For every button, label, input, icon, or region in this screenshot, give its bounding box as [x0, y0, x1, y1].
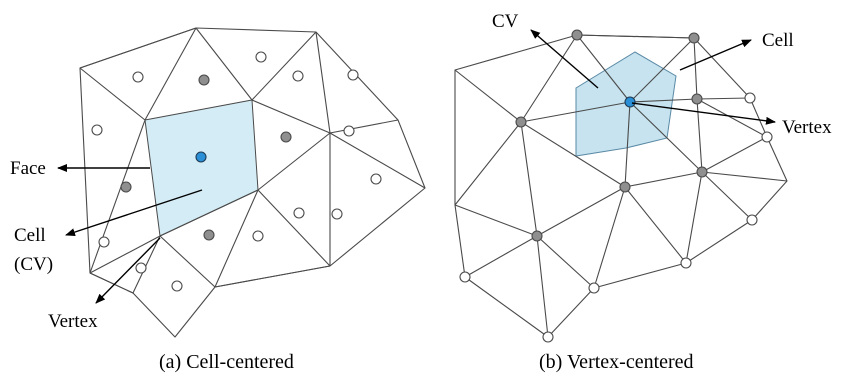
cell-cv-label: (CV): [14, 254, 53, 275]
caption-cell-centered: (a) Cell-centered: [159, 351, 294, 373]
vertex-centered-mesh: CV Cell Vertex (b) Vertex-centered: [454, 11, 832, 373]
mesh-vertices: [459, 29, 773, 343]
caption-vertex-centered: (b) Vertex-centered: [539, 351, 694, 373]
mesh-edges-right: [454, 34, 788, 338]
mesh-edges: [79, 27, 426, 294]
control-volume-cell: [144, 99, 259, 237]
vertex-label-right: Vertex: [782, 117, 832, 138]
cell-center-node: [195, 151, 207, 163]
cell-label-right: Cell: [762, 30, 794, 51]
vertex-label: Vertex: [48, 311, 98, 332]
cell-arrow-right: [679, 39, 752, 71]
vertex-center-node: [624, 96, 636, 108]
cv-arrow: [530, 29, 599, 89]
cv-label: CV: [492, 11, 519, 32]
vertex-arrow-right: [631, 102, 776, 125]
cell-centroids: [91, 51, 382, 292]
cell-centered-mesh: Face Cell (CV) Vertex (a) Cell-centered: [10, 27, 426, 373]
vertex-arrow: [95, 237, 161, 304]
cell-arrow: [65, 189, 203, 236]
cell-label: Cell: [14, 225, 46, 246]
face-label: Face: [10, 158, 46, 179]
